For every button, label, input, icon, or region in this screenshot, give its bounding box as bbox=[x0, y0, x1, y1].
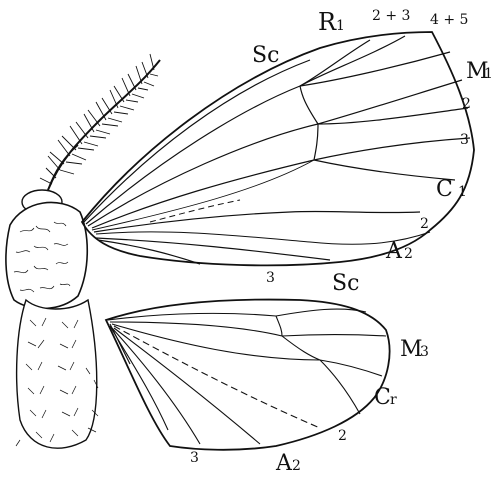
hindwing-labels: Sc M 3 C r 2 A 2 3 bbox=[190, 271, 429, 476]
body-drawing bbox=[6, 190, 98, 448]
label-r23: 2 + 3 bbox=[372, 8, 410, 24]
label-r45: 4 + 5 bbox=[430, 12, 468, 28]
label-hw-c: C bbox=[374, 385, 391, 410]
label-hw-c-sub: r bbox=[390, 392, 397, 408]
label-sc: Sc bbox=[252, 43, 279, 68]
label-hw-c2: 2 bbox=[338, 428, 347, 444]
label-m-sub: 1 bbox=[484, 66, 493, 82]
label-hw-sc: Sc bbox=[332, 271, 359, 296]
label-hw-a: A bbox=[275, 451, 293, 476]
label-hw-a3: 3 bbox=[190, 450, 199, 466]
label-c2: 2 bbox=[420, 216, 429, 232]
label-m2: 2 bbox=[462, 96, 471, 112]
label-c-sub: 1 bbox=[458, 184, 467, 200]
label-r-sub: 1 bbox=[336, 18, 345, 34]
label-hw-a-sub: 2 bbox=[292, 458, 301, 474]
label-m3: 3 bbox=[460, 132, 469, 148]
antenna-drawing bbox=[40, 54, 160, 190]
hindwing-drawing bbox=[106, 300, 390, 450]
forewing-labels: Sc R 1 2 + 3 4 + 5 M 1 2 3 C 1 2 A 2 3 bbox=[252, 8, 493, 286]
label-r: R bbox=[318, 8, 337, 36]
label-c: C bbox=[436, 177, 453, 202]
label-a-sub: 2 bbox=[404, 246, 413, 262]
label-a3: 3 bbox=[266, 270, 275, 286]
label-hw-m-sub: 3 bbox=[420, 344, 429, 360]
label-a: A bbox=[385, 239, 403, 264]
